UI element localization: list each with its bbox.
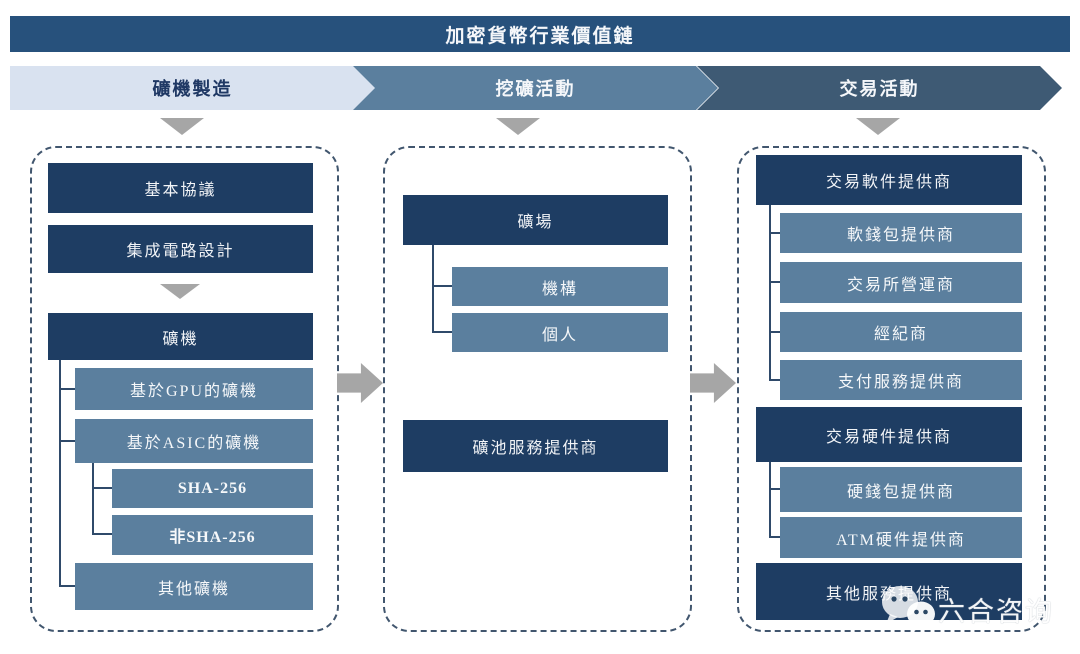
tree-connector bbox=[769, 331, 780, 333]
box-hard-wallet-provider: 硬錢包提供商 bbox=[780, 467, 1022, 512]
box-ic-design: 集成電路設計 bbox=[48, 225, 313, 273]
box-sha256: SHA-256 bbox=[112, 469, 313, 508]
box-label: 硬錢包提供商 bbox=[846, 483, 955, 501]
right-arrow-icon bbox=[690, 363, 736, 403]
trading-pane bbox=[737, 146, 1046, 632]
tree-connector bbox=[59, 585, 75, 587]
box-label: 基於ASIC的礦機 bbox=[126, 435, 262, 452]
tree-connector bbox=[769, 536, 780, 538]
box-payment-service-provider: 支付服務提供商 bbox=[780, 360, 1022, 400]
box-mining-farm: 礦場 bbox=[403, 195, 668, 245]
box-label: 集成電路設計 bbox=[126, 243, 235, 260]
box-other-service-providers: 其他服務提供商 bbox=[756, 563, 1022, 620]
tree-connector bbox=[769, 462, 771, 537]
stage-chevron-machine-manufacturing: 礦機製造 bbox=[10, 66, 375, 110]
down-triangle-icon bbox=[856, 118, 900, 135]
box-exchange-operator: 交易所營運商 bbox=[780, 262, 1022, 303]
box-label: 礦機 bbox=[162, 330, 199, 348]
box-label: 交易所營運商 bbox=[846, 276, 955, 294]
box-gpu-based-miner: 基於GPU的礦機 bbox=[75, 368, 313, 410]
box-trading-hardware-provider: 交易硬件提供商 bbox=[756, 407, 1022, 462]
box-other-miners: 其他礦機 bbox=[75, 563, 313, 610]
box-label: SHA-256 bbox=[177, 479, 248, 497]
right-arrow-icon bbox=[337, 363, 383, 403]
box-broker: 經紀商 bbox=[780, 312, 1022, 352]
box-label: 交易軟件提供商 bbox=[825, 174, 952, 191]
tree-connector bbox=[92, 463, 94, 535]
tree-connector bbox=[432, 245, 434, 333]
stage-chevron-mining-activity: 挖礦活動 bbox=[353, 66, 718, 110]
box-pool-service-provider: 礦池服務提供商 bbox=[403, 420, 668, 472]
box-label: 礦池服務提供商 bbox=[472, 440, 599, 457]
stage-label: 挖礦活動 bbox=[495, 79, 576, 99]
tree-connector bbox=[432, 331, 452, 333]
box-label: 交易硬件提供商 bbox=[825, 428, 952, 446]
tree-connector bbox=[59, 440, 75, 442]
tree-connector bbox=[769, 488, 780, 490]
box-trading-software-provider: 交易軟件提供商 bbox=[756, 155, 1022, 205]
box-label: 個人 bbox=[541, 326, 578, 344]
box-soft-wallet-provider: 軟錢包提供商 bbox=[780, 213, 1022, 253]
box-non-sha256: 非SHA-256 bbox=[112, 515, 313, 555]
down-triangle-icon bbox=[160, 118, 204, 135]
box-basic-protocol: 基本協議 bbox=[48, 163, 313, 213]
box-label: 其他礦機 bbox=[157, 580, 230, 598]
tree-connector bbox=[59, 360, 61, 587]
box-label: 軟錢包提供商 bbox=[846, 227, 955, 244]
stage-chevron-trading-activity: 交易活動 bbox=[697, 66, 1062, 110]
box-atm-hardware-provider: ATM硬件提供商 bbox=[780, 517, 1022, 558]
box-institution: 機構 bbox=[452, 267, 668, 306]
box-label: 經紀商 bbox=[873, 326, 928, 343]
box-label: ATM硬件提供商 bbox=[836, 531, 966, 549]
tree-connector bbox=[769, 281, 780, 283]
stage-label: 交易活動 bbox=[839, 79, 920, 99]
tree-connector bbox=[769, 379, 780, 381]
box-individual: 個人 bbox=[452, 313, 668, 352]
watermark-text: 六合咨询 bbox=[938, 597, 1054, 627]
tree-connector bbox=[92, 533, 112, 535]
tree-connector bbox=[92, 487, 112, 489]
tree-connector bbox=[432, 285, 452, 287]
tree-connector bbox=[59, 388, 75, 390]
wechat-icon bbox=[882, 586, 935, 633]
box-mining-machine: 礦機 bbox=[48, 313, 313, 360]
box-label: 非SHA-256 bbox=[169, 529, 256, 546]
box-label: 機構 bbox=[541, 280, 578, 298]
box-label: 礦場 bbox=[517, 214, 554, 231]
box-label: 支付服務提供商 bbox=[837, 374, 964, 391]
diagram-title-bar: 加密貨幣行業價值鏈 bbox=[10, 16, 1070, 52]
watermark: 六合咨询 bbox=[878, 580, 1058, 646]
tree-connector bbox=[769, 205, 771, 381]
box-label: 基本協議 bbox=[144, 182, 217, 199]
diagram-title: 加密貨幣行業價值鏈 bbox=[445, 25, 635, 47]
stage-label: 礦機製造 bbox=[152, 79, 233, 99]
box-label: 基於GPU的礦機 bbox=[129, 383, 258, 400]
down-triangle-icon bbox=[496, 118, 540, 135]
tree-connector bbox=[769, 232, 780, 234]
box-asic-based-miner: 基於ASIC的礦機 bbox=[75, 419, 313, 463]
